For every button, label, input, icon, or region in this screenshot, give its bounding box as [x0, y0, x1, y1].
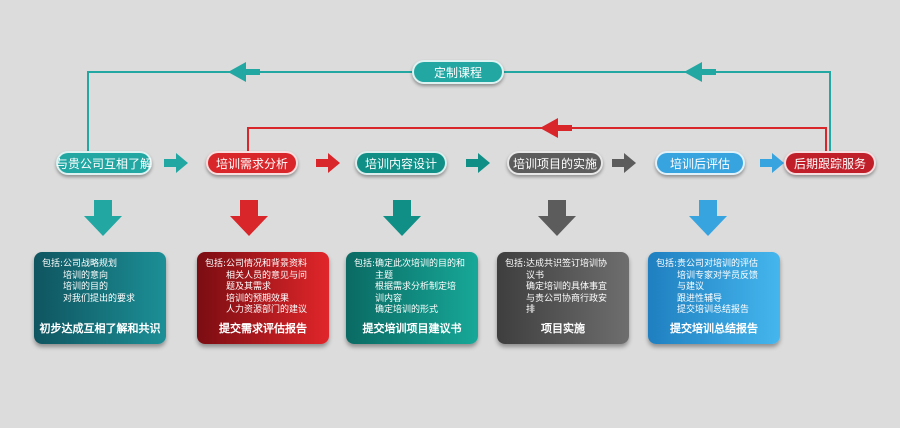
red-loop-line — [247, 127, 827, 152]
arrow-5-6 — [760, 153, 784, 173]
card-1-prefix: 包括: — [42, 259, 64, 269]
card-2-line: 公司情况和背景资料 — [226, 259, 308, 269]
card-2-prefix: 包括: — [205, 259, 227, 269]
step-2-needs-analysis: 培训需求分析 — [206, 151, 298, 175]
card-5-prefix: 包括: — [656, 259, 678, 269]
down-arrow-4 — [538, 200, 576, 236]
arrow-2-3 — [316, 153, 340, 173]
teal-loop-arrow-right — [684, 62, 702, 82]
card-4-line: 达成共识签订培训协 — [526, 259, 608, 269]
card-2-line: 培训的预期效果 — [226, 293, 290, 304]
red-loop-arrow — [540, 118, 558, 138]
down-arrow-3 — [383, 200, 421, 236]
arrow-3-4 — [466, 153, 490, 173]
card-2: 包括: 公司情况和背景资料 相关人员的意见与问 题及其需求 培训的预期效果 人力… — [197, 252, 329, 344]
card-3-line: 训内容 — [375, 293, 403, 304]
custom-course-label: 定制课程 — [412, 60, 504, 84]
teal-loop-line — [87, 71, 831, 152]
card-4: 包括: 达成共识签订培训协 议书 确定培训的具体事宜 与贵公司协商行政安 排 项… — [497, 252, 629, 344]
card-1-line: 培训的目的 — [63, 282, 109, 292]
step-1-mutual-understanding: 与贵公司互相了解 — [56, 151, 152, 175]
down-arrow-1 — [84, 200, 122, 236]
card-3-line: 确定培训的形式 — [375, 305, 439, 315]
card-5-line: 培训专家对学员反馈 — [677, 270, 759, 281]
card-1-footer: 初步达成互相了解和共识 — [39, 321, 161, 335]
card-3-line: 主题 — [375, 270, 394, 281]
card-1: 包括: 公司战略规划 培训的意向 培训的目的 对我们提出的要求 初步达成互相了解… — [34, 252, 166, 344]
down-arrow-5 — [689, 200, 727, 236]
card-2-line: 人力资源部门的建议 — [226, 305, 308, 315]
card-5: 包括: 贵公司对培训的评估 培训专家对学员反馈 与建议 跟进性辅导 提交培训总结… — [648, 252, 780, 344]
card-2-line: 相关人员的意见与问 — [226, 270, 308, 281]
step-4-implementation: 培训项目的实施 — [507, 151, 603, 175]
card-3: 包括: 确定此次培训的目的和 主题 根据需求分析制定培 训内容 确定培训的形式 … — [346, 252, 478, 344]
card-2-line: 题及其需求 — [226, 282, 272, 292]
card-3-footer: 提交培训项目建议书 — [362, 321, 462, 335]
card-3-line: 根据需求分析制定培 — [375, 282, 457, 292]
step-3-content-design: 培训内容设计 — [355, 151, 447, 175]
card-5-line: 贵公司对培训的评估 — [677, 259, 759, 269]
card-3-line: 确定此次培训的目的和 — [375, 259, 466, 269]
card-1-line: 对我们提出的要求 — [63, 293, 136, 304]
card-5-line: 与建议 — [677, 282, 705, 292]
down-arrow-2 — [230, 200, 268, 236]
card-1-line: 培训的意向 — [63, 270, 109, 281]
card-2-footer: 提交需求评估报告 — [219, 321, 307, 335]
card-5-line: 跟进性辅导 — [677, 293, 723, 304]
step-5-evaluation: 培训后评估 — [655, 151, 745, 175]
card-1-line: 公司战略规划 — [63, 259, 118, 269]
card-4-footer: 项目实施 — [541, 321, 585, 335]
arrow-1-2 — [164, 153, 188, 173]
card-5-footer: 提交培训总结报告 — [670, 321, 758, 335]
card-4-line: 与贵公司协商行政安 — [526, 293, 608, 304]
teal-loop-arrow-left — [228, 62, 246, 82]
card-4-line: 确定培训的具体事宜 — [526, 282, 608, 292]
arrow-4-5 — [612, 153, 636, 173]
card-4-line: 议书 — [526, 270, 545, 281]
step-6-follow-up: 后期跟踪服务 — [784, 151, 876, 175]
card-4-prefix: 包括: — [505, 259, 527, 269]
card-3-prefix: 包括: — [354, 259, 376, 269]
card-5-line: 提交培训总结报告 — [677, 305, 750, 315]
card-4-line: 排 — [526, 305, 536, 315]
